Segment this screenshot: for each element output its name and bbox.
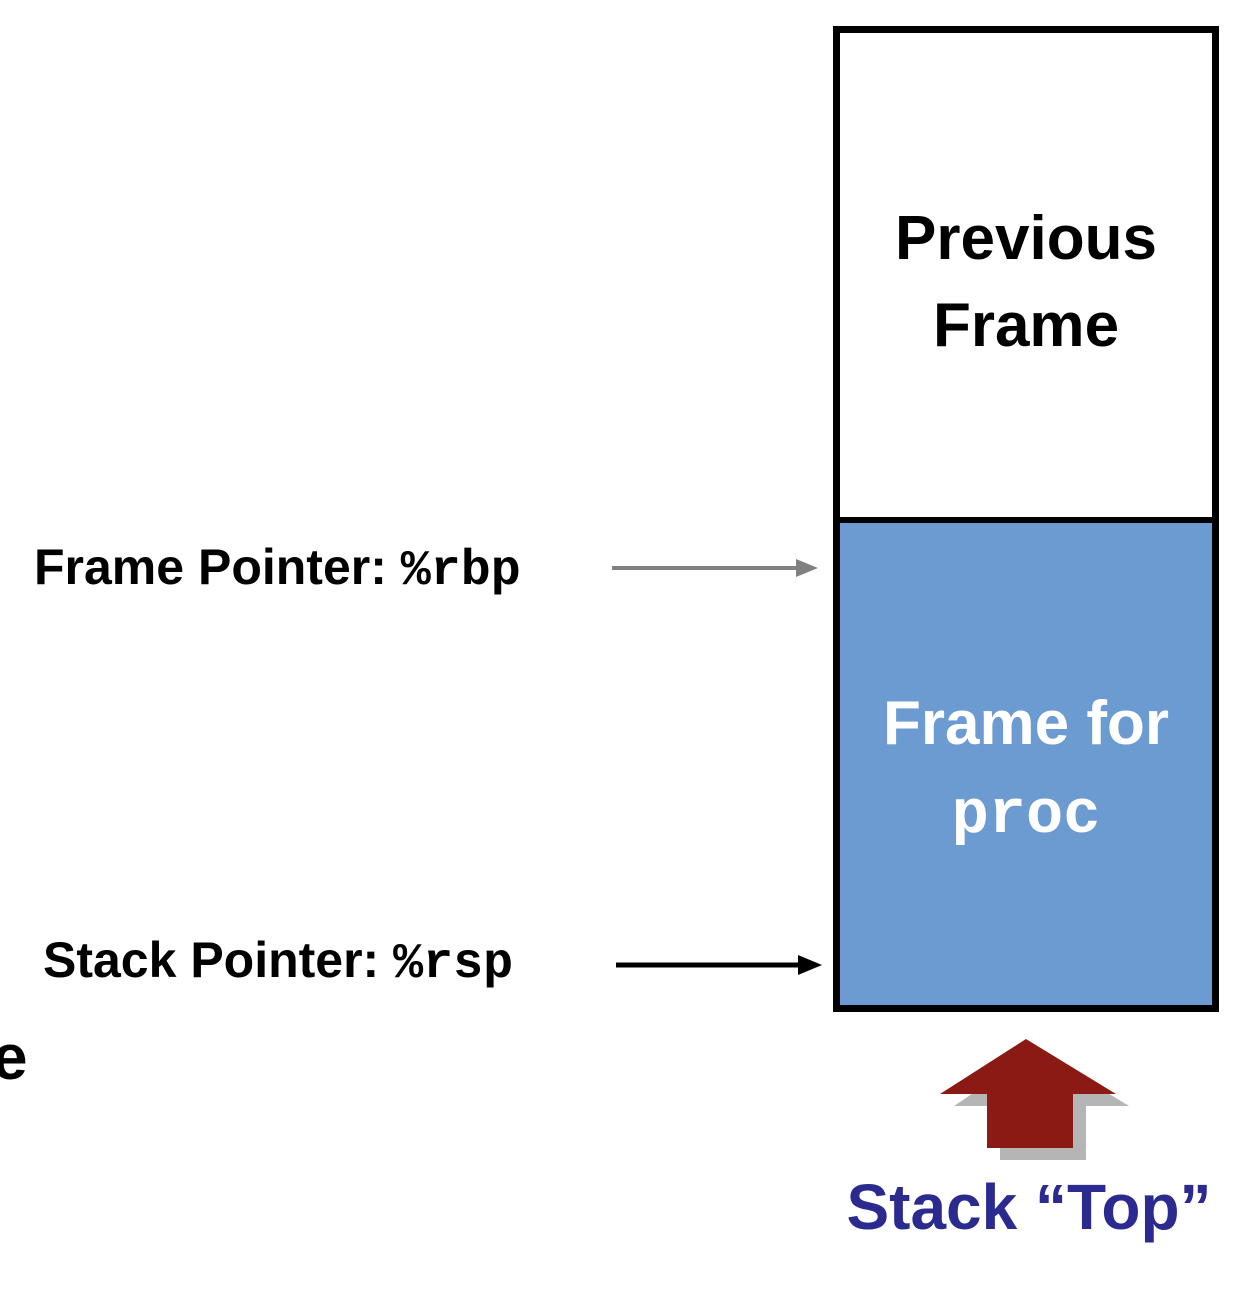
proc-frame-label-line2: proc — [951, 780, 1101, 851]
proc-frame-label-line1: Frame for — [883, 689, 1169, 758]
stack-pointer-register: %rsp — [393, 936, 514, 993]
cropped-edge-text: e — [0, 1021, 28, 1093]
frame-pointer-arrow — [612, 559, 818, 577]
frame-pointer-text: Frame Pointer: — [34, 539, 401, 595]
stack-pointer-text: Stack Pointer: — [43, 932, 394, 988]
stack-pointer-arrow — [616, 955, 822, 975]
stack-top-label: Stack “Top” — [846, 1171, 1212, 1243]
previous-frame-label-line1: Previous — [895, 204, 1157, 273]
stack-diagram: Previous Frame Frame for proc — [833, 26, 1219, 1012]
stack-pointer-label: Stack Pointer: %rsp — [43, 935, 513, 990]
previous-frame-block: Previous Frame — [840, 33, 1212, 523]
previous-frame-label-line2: Frame — [932, 291, 1120, 360]
frame-pointer-label: Frame Pointer: %rbp — [34, 542, 521, 597]
proc-frame-block: Frame for proc — [840, 523, 1212, 1005]
frame-pointer-register: %rbp — [400, 543, 521, 600]
stack-top-up-arrow — [940, 1039, 1129, 1160]
